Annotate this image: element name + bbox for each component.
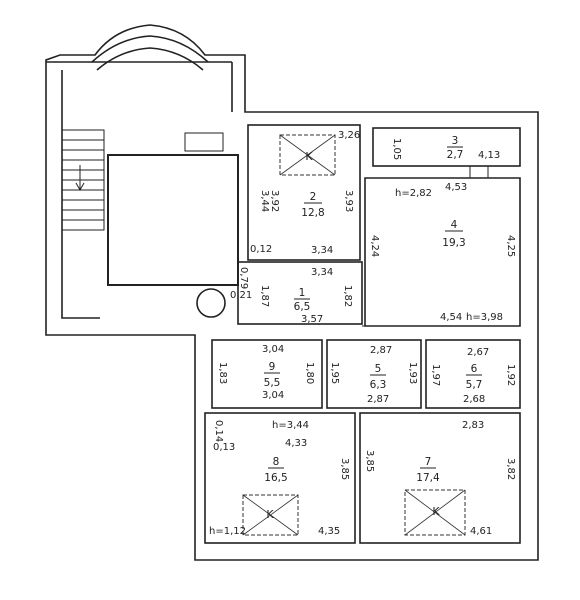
- dim-105: 1,05: [391, 138, 402, 160]
- room-3-area: 2,7: [447, 149, 464, 161]
- dim-393: 3,93: [343, 190, 354, 212]
- room-8-area: 16,5: [264, 472, 287, 484]
- dim-344: 3,44: [259, 190, 270, 212]
- room-2-number: 2: [310, 191, 317, 203]
- dim-433: 4,33: [285, 438, 307, 449]
- height-small: h=1,12: [209, 526, 246, 537]
- room-6-number: 6: [471, 363, 478, 375]
- dim-435: 4,35: [318, 526, 340, 537]
- height-room4: h=2,82: [395, 188, 432, 199]
- room-8-number: 8: [273, 456, 280, 468]
- dim-193: 1,93: [407, 362, 418, 384]
- dim-334a: 3,34: [311, 245, 333, 256]
- vent-marker-room7: [404, 489, 466, 536]
- dim-413: 4,13: [478, 150, 500, 161]
- dim-268: 2,68: [463, 394, 485, 405]
- dim-192: 1,92: [505, 364, 516, 386]
- room-5-outline: [326, 339, 422, 409]
- bay-window: [91, 35, 209, 63]
- dim-425: 4,25: [505, 235, 516, 257]
- room-3-number: 3: [452, 135, 459, 147]
- dim-304b: 3,04: [262, 390, 284, 401]
- dim-283: 2,83: [462, 420, 484, 431]
- room-6-area: 5,7: [466, 379, 483, 391]
- room-9-number: 9: [269, 361, 276, 373]
- dim-079: 0,79: [238, 267, 249, 289]
- dim-012: 0,12: [250, 244, 272, 255]
- dim-195: 1,95: [329, 362, 340, 384]
- dim-334b: 3,34: [311, 267, 333, 278]
- room-9-outline: [211, 339, 323, 409]
- room-7-area: 17,4: [416, 472, 440, 484]
- room-1-area: 6,5: [294, 301, 311, 313]
- dim-385b: 3,85: [364, 450, 375, 472]
- dim-287top: 2,87: [370, 345, 392, 356]
- inner-wall: [61, 70, 100, 319]
- dim-382: 3,82: [505, 458, 516, 480]
- dim-183: 1,83: [217, 362, 228, 384]
- room-8-outline: [204, 412, 356, 544]
- kitchen-mark-room2: K: [305, 150, 313, 163]
- elevator-shaft: [107, 154, 239, 286]
- dim-461: 4,61: [470, 526, 492, 537]
- dim-187: 1,87: [259, 285, 270, 307]
- height-room8: h=3,44: [272, 420, 309, 431]
- room-4-area: 19,3: [442, 237, 465, 249]
- dim-267: 2,67: [467, 347, 489, 358]
- room-2-outline: [247, 124, 361, 261]
- vent-marker-room2: [279, 134, 336, 176]
- kitchen-mark-room8: K: [266, 508, 274, 521]
- room-3-outline: [372, 127, 521, 167]
- dim-021: 0,21: [230, 290, 252, 301]
- dim-385a: 3,85: [339, 458, 350, 480]
- dim-014: 0,14: [213, 420, 224, 442]
- dim-454: 4,54: [440, 312, 462, 323]
- room-9-area: 5,5: [264, 377, 281, 389]
- dim-326: 3,26: [338, 130, 360, 141]
- outer-wall: [45, 24, 539, 561]
- room-1-number: 1: [299, 287, 306, 299]
- room-2-area: 12,8: [301, 207, 324, 219]
- dim-013: 0,13: [213, 442, 235, 453]
- dim-182: 1,82: [342, 285, 353, 307]
- height-room4b: h=3,98: [466, 312, 503, 323]
- staircase: [61, 129, 105, 231]
- dim-197: 1,97: [430, 364, 441, 386]
- dim-357: 3,57: [301, 314, 323, 325]
- dim-424: 4,24: [369, 235, 380, 257]
- chute-circle: [196, 288, 226, 318]
- room-4-outline: [364, 177, 521, 327]
- dim-453: 4,53: [445, 182, 467, 193]
- room-7-number: 7: [425, 456, 432, 468]
- room-1-outline: [237, 261, 363, 325]
- dim-180: 1,80: [304, 362, 315, 384]
- room-5-number: 5: [375, 363, 382, 375]
- dim-392: 3,92: [269, 190, 280, 212]
- dim-287: 2,87: [367, 394, 389, 405]
- vent-marker-room8: [242, 494, 299, 536]
- room-7-outline: [359, 412, 521, 544]
- room-4-number: 4: [451, 219, 458, 231]
- room-6-outline: [425, 339, 521, 409]
- kitchen-mark-room7: K: [432, 505, 440, 518]
- dim-304a: 3,04: [262, 344, 284, 355]
- room-5-area: 6,3: [370, 379, 387, 391]
